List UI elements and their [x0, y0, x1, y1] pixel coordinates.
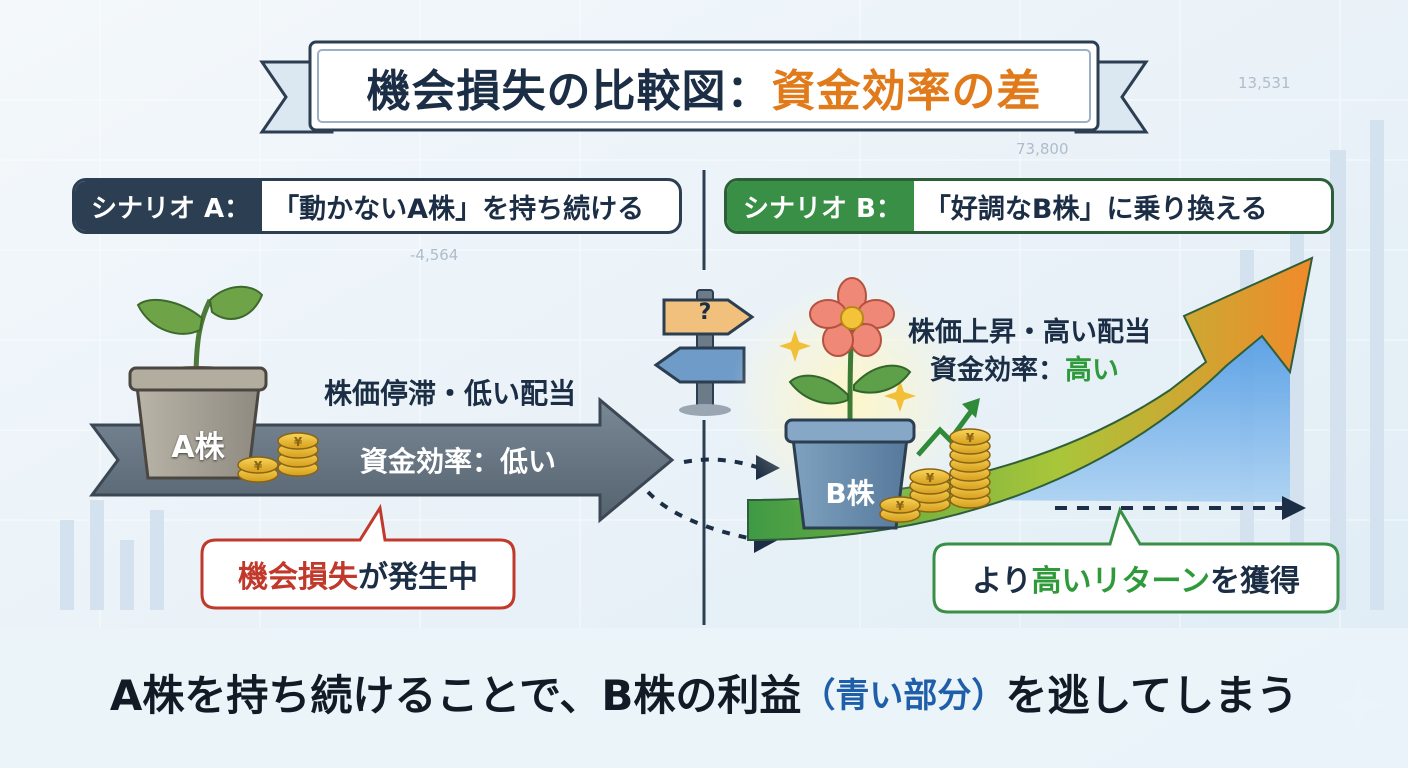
signpost-question-mark: ? [698, 300, 712, 325]
yen-coin-icon [909, 468, 951, 486]
seedling-icon [136, 285, 264, 381]
scenario-a-header: シナリオ A： 「動かないA株」を持ち続ける [72, 178, 682, 234]
title-banner [259, 40, 1149, 134]
baseline-arrow-head [1282, 496, 1306, 520]
yen-symbol-icon: ¥ [966, 431, 975, 445]
yen-coin-icon [949, 428, 991, 446]
small-up-arrow-icon [916, 398, 980, 457]
stock-a-label: A株 [171, 430, 225, 465]
callout-gain-text: より高いリターンを獲得 [934, 544, 1338, 612]
callout-gain-prefix: より [972, 564, 1032, 599]
title-part-2: 資金効率の差 [771, 66, 1042, 117]
callout-gain [932, 506, 1340, 614]
stock-b-label: B株 [825, 477, 875, 510]
bg-number-1: 13,531 [1238, 74, 1291, 92]
scenario-a-line2: 資金効率：低い [360, 445, 557, 478]
yen-symbol-icon: ¥ [926, 471, 935, 485]
conclusion-part-3: を逃してしまう [1005, 670, 1299, 720]
scenario-b-line1: 株価上昇・高い配当 [908, 317, 1151, 348]
scenario-a-line1: 株価停滞・低い配当 [324, 377, 577, 410]
callout-loss [200, 503, 516, 610]
bg-number-2: 73,800 [1016, 140, 1069, 158]
scenario-b-line2-prefix: 資金効率： [930, 355, 1065, 386]
yen-coin-icon [879, 496, 921, 514]
missed-profit-area [960, 300, 1290, 502]
callout-loss-rest: が発生中 [358, 560, 478, 595]
scenario-a-desc: 「動かないA株」を持ち続ける [272, 193, 645, 225]
bottom-band [0, 628, 1408, 768]
scenario-b-line2: 資金効率：高い [930, 348, 1119, 387]
signpost-icon [653, 289, 755, 416]
flower-icon [788, 277, 912, 431]
sparkle-icon [779, 330, 916, 412]
yen-coin-stacks: ¥ ¥ ¥ ¥ ¥ [237, 428, 991, 523]
scenario-b-header: シナリオ B： 「好調なB株」に乗り換える [724, 178, 1334, 234]
scenario-b-desc: 「好調なB株」に乗り換える [923, 193, 1268, 225]
yen-symbol-icon: ¥ [254, 459, 263, 473]
title-part-1: 機会損失の比較図： [366, 66, 772, 117]
conclusion-part-2: （青い部分） [801, 675, 1006, 716]
conclusion-text: A株を持ち続けることで、B株の利益（青い部分）を逃してしまう [0, 636, 1408, 748]
callout-gain-green: 高いリターン [1031, 564, 1210, 599]
scenario-b-line2-value: 高い [1065, 355, 1119, 386]
bg-number-3: -4,564 [410, 246, 459, 264]
page-title: 機会損失の比較図：資金効率の差 [330, 52, 1078, 122]
callout-gain-rest: を獲得 [1209, 564, 1300, 599]
yen-symbol-icon: ¥ [294, 435, 303, 449]
scenario-b-tag: シナリオ B： [727, 181, 914, 231]
scenario-a-tag: シナリオ A： [75, 181, 263, 231]
pot-b [784, 418, 916, 530]
callout-loss-red: 機会損失 [238, 560, 358, 595]
yen-coin-icon [237, 456, 279, 474]
yen-symbol-icon: ¥ [896, 499, 905, 513]
callout-loss-text: 機会損失が発生中 [202, 540, 514, 608]
conclusion-part-1: A株を持ち続けることで、B株の利益 [109, 670, 802, 720]
yen-coin-icon [277, 432, 319, 450]
